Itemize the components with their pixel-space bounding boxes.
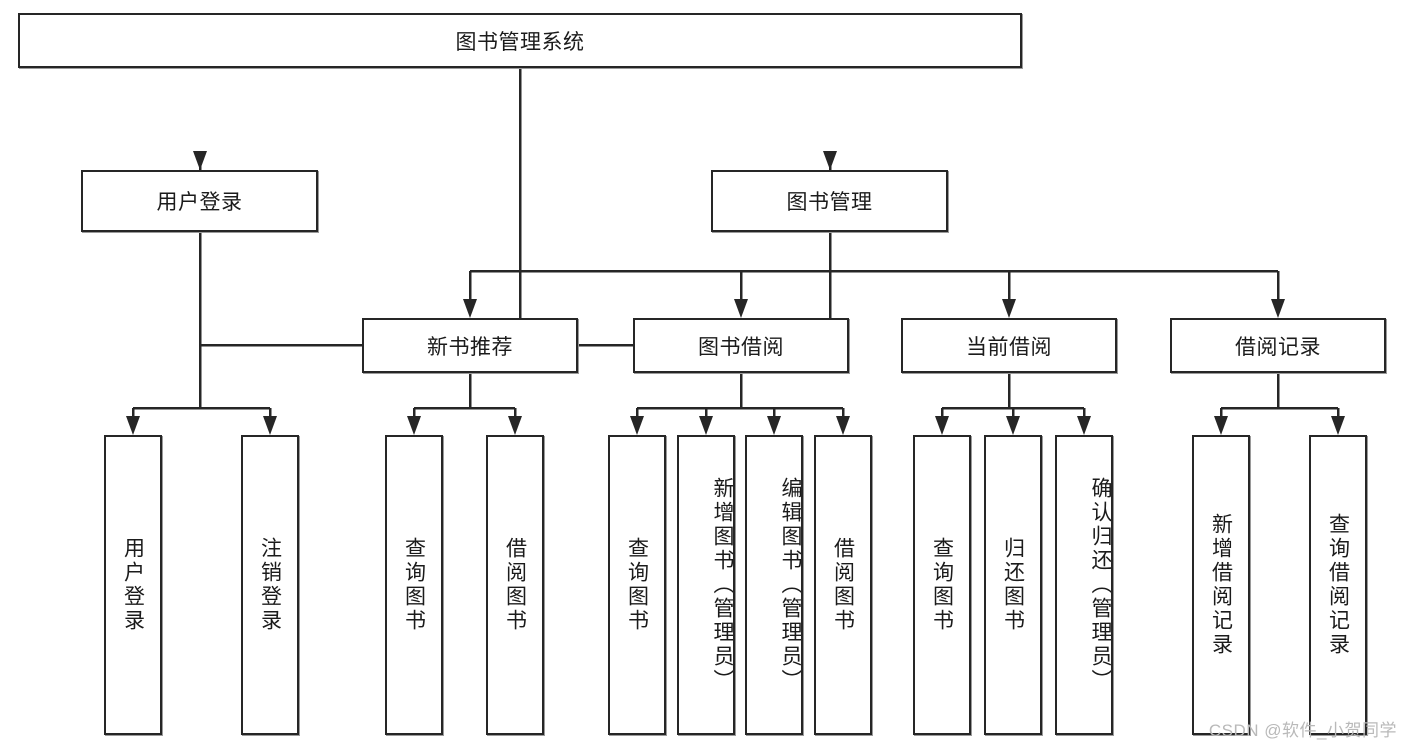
node-book-manage[interactable]: 图书管理 <box>711 170 948 232</box>
node-label-book-borrow: 图书借阅 <box>698 335 784 359</box>
node-label-new-book-rec: 新书推荐 <box>427 335 513 359</box>
arrow-head-icon <box>699 416 713 435</box>
node-label-current-borrow: 当前借阅 <box>966 335 1052 359</box>
arrow-head-icon <box>463 299 477 318</box>
node-leaf-add-book[interactable]: 新增图书（管理员） <box>677 435 735 735</box>
node-label-user-login: 用户登录 <box>156 191 243 214</box>
node-label-leaf-confirm-return: 确认归还（管理员） <box>1089 477 1111 693</box>
node-label-leaf-add-book: 新增图书（管理员） <box>711 477 733 693</box>
node-label-leaf-user-login: 用户登录 <box>121 537 145 633</box>
node-borrow-record[interactable]: 借阅记录 <box>1170 318 1386 373</box>
node-current-borrow[interactable]: 当前借阅 <box>901 318 1117 373</box>
node-label-leaf-edit-book: 编辑图书（管理员） <box>779 477 801 693</box>
arrow-head-icon <box>767 416 781 435</box>
node-book-borrow[interactable]: 图书借阅 <box>633 318 849 373</box>
node-label-root: 图书管理系统 <box>455 30 585 54</box>
node-leaf-query-book-3[interactable]: 查询图书 <box>913 435 971 735</box>
arrow-head-icon <box>193 151 207 170</box>
arrow-head-icon <box>823 151 837 170</box>
node-leaf-user-login[interactable]: 用户登录 <box>104 435 162 735</box>
node-leaf-query-book-1[interactable]: 查询图书 <box>385 435 443 735</box>
node-label-leaf-query-record: 查询借阅记录 <box>1326 513 1350 657</box>
node-leaf-confirm-return[interactable]: 确认归还（管理员） <box>1055 435 1113 735</box>
node-leaf-borrow-book-1[interactable]: 借阅图书 <box>486 435 544 735</box>
node-label-leaf-borrow-book-2: 借阅图书 <box>831 537 855 633</box>
node-root[interactable]: 图书管理系统 <box>18 13 1022 68</box>
node-leaf-logout[interactable]: 注销登录 <box>241 435 299 735</box>
arrow-head-icon <box>126 416 140 435</box>
arrow-head-icon <box>630 416 644 435</box>
node-leaf-add-record[interactable]: 新增借阅记录 <box>1192 435 1250 735</box>
arrow-head-icon <box>1006 416 1020 435</box>
node-user-login[interactable]: 用户登录 <box>81 170 318 232</box>
arrow-head-icon <box>263 416 277 435</box>
arrow-head-icon <box>836 416 850 435</box>
node-leaf-return-book[interactable]: 归还图书 <box>984 435 1042 735</box>
node-label-leaf-logout: 注销登录 <box>258 537 282 633</box>
arrow-head-icon <box>734 299 748 318</box>
node-leaf-edit-book[interactable]: 编辑图书（管理员） <box>745 435 803 735</box>
watermark-label: CSDN @软件_小贺同学 <box>1208 721 1397 740</box>
arrow-head-icon <box>407 416 421 435</box>
node-label-borrow-record: 借阅记录 <box>1235 335 1321 359</box>
node-label-leaf-return-book: 归还图书 <box>1001 537 1025 633</box>
arrow-head-icon <box>508 416 522 435</box>
node-label-leaf-borrow-book-1: 借阅图书 <box>503 537 527 633</box>
arrow-head-icon <box>1214 416 1228 435</box>
node-leaf-query-book-2[interactable]: 查询图书 <box>608 435 666 735</box>
arrow-head-icon <box>1077 416 1091 435</box>
arrow-head-icon <box>1331 416 1345 435</box>
node-label-book-manage: 图书管理 <box>786 191 873 214</box>
node-leaf-borrow-book-2[interactable]: 借阅图书 <box>814 435 872 735</box>
arrow-head-icon <box>935 416 949 435</box>
node-new-book-rec[interactable]: 新书推荐 <box>362 318 578 373</box>
arrow-head-icon <box>1002 299 1016 318</box>
arrow-head-icon <box>1271 299 1285 318</box>
node-label-leaf-add-record: 新增借阅记录 <box>1209 513 1233 657</box>
node-label-leaf-query-book-1: 查询图书 <box>402 537 426 633</box>
node-label-leaf-query-book-2: 查询图书 <box>625 537 649 633</box>
node-leaf-query-record[interactable]: 查询借阅记录 <box>1309 435 1367 735</box>
node-label-leaf-query-book-3: 查询图书 <box>930 537 954 633</box>
